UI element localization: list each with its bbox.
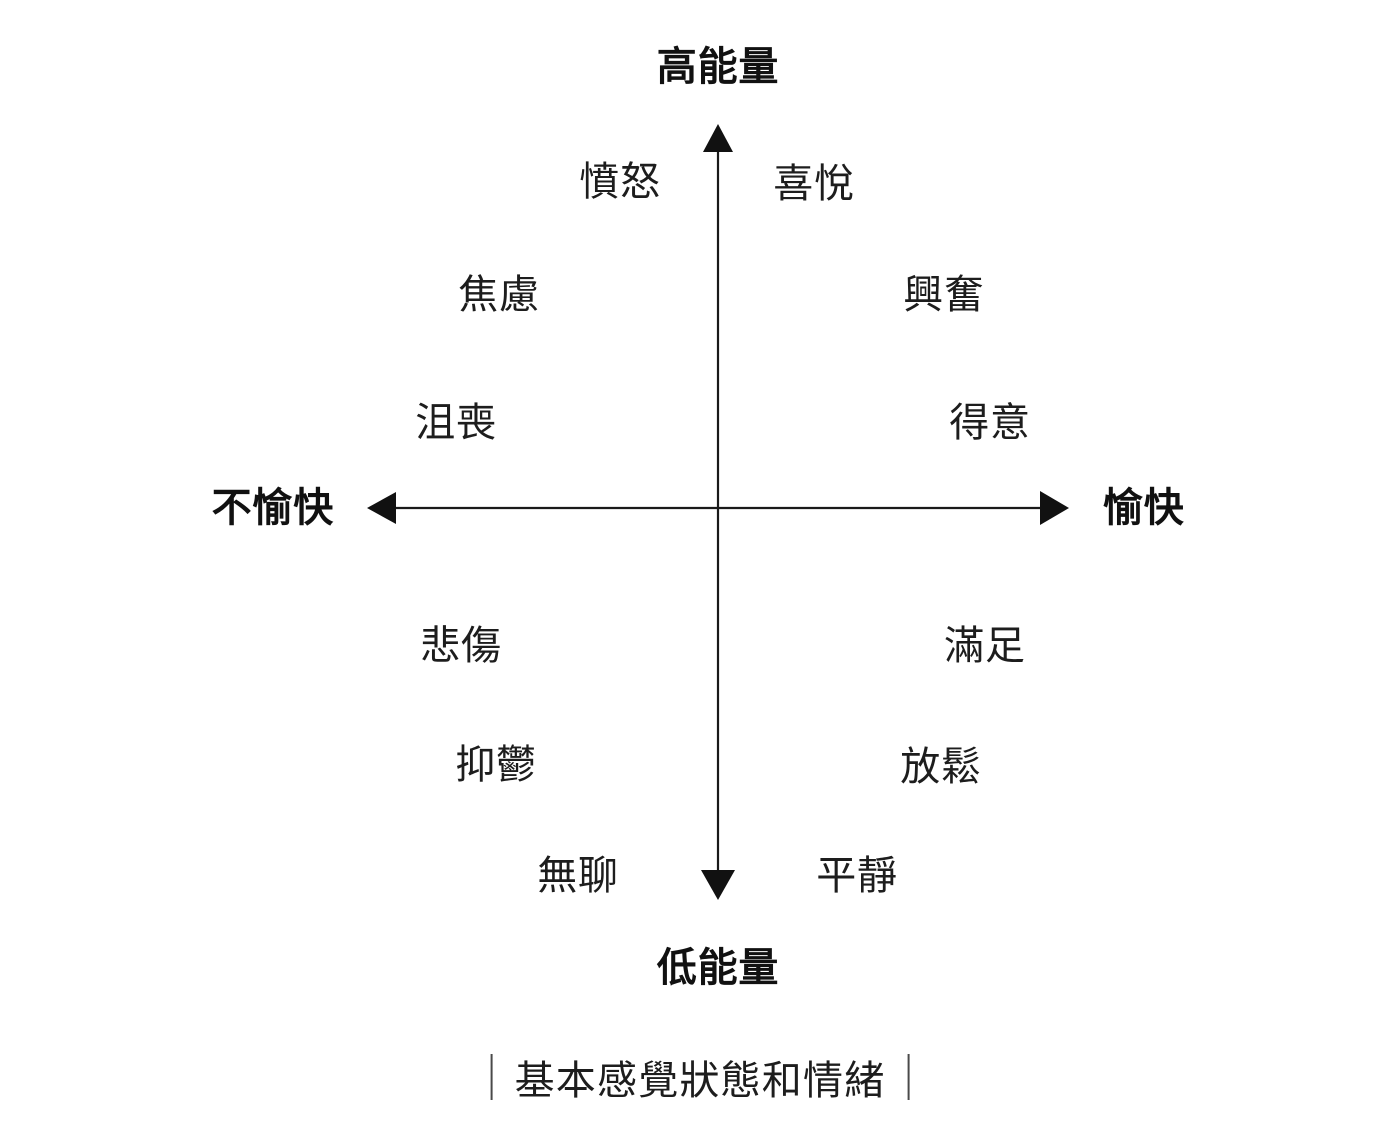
emotion-label-anger: 憤怒 (579, 160, 661, 204)
caption-rule-right-icon (907, 1054, 910, 1100)
caption-text: 基本感覺狀態和情緒 (514, 1059, 886, 1103)
emotion-label-frustration: 沮喪 (415, 401, 497, 445)
axis-label-low-energy: 低能量 (656, 946, 780, 990)
emotion-label-calm: 平靜 (816, 854, 898, 898)
emotion-label-contentment: 滿足 (944, 624, 1026, 668)
axis-label-high-energy: 高能量 (656, 45, 780, 89)
emotion-label-joy: 喜悅 (773, 162, 855, 206)
emotion-label-relaxation: 放鬆 (900, 745, 982, 789)
figure-caption: 基本感覺狀態和情緒 (490, 1048, 910, 1106)
emotion-label-excitement: 興奮 (903, 273, 985, 317)
emotion-label-anxiety: 焦慮 (458, 273, 540, 317)
caption-rule-left-icon (490, 1054, 493, 1100)
arrow-right-icon (1040, 491, 1069, 525)
emotion-label-depression: 抑鬱 (455, 743, 537, 787)
emotion-label-sadness: 悲傷 (420, 624, 502, 668)
axis-label-unpleasant: 不愉快 (211, 486, 334, 530)
arrow-up-icon (703, 124, 733, 152)
axis-label-pleasant: 愉快 (1103, 486, 1185, 530)
arrow-left-icon (367, 492, 396, 524)
emotion-label-boredom: 無聊 (537, 854, 619, 898)
emotion-label-elation: 得意 (949, 401, 1031, 445)
arrow-down-icon (701, 870, 735, 900)
